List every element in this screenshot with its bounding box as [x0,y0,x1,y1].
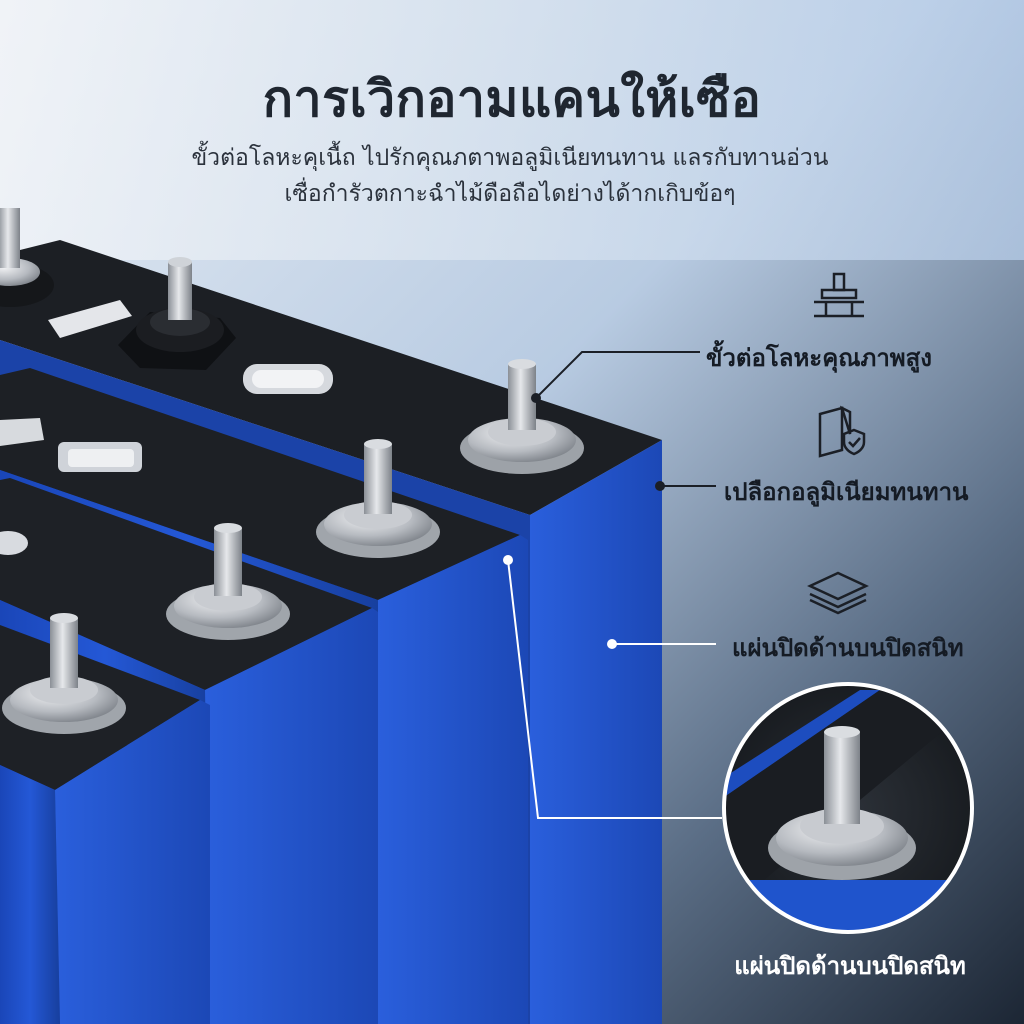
page-title: การเวิกอามแคนให้เซือ [262,70,762,128]
zoom-caption: แผ่นปิดด้านบนปิดสนิท [734,952,966,980]
page-subtitle: ขั้วต่อโลหะคุเนื้ถ ไปรักคุณภตาพอลูมิเนีย… [110,140,910,212]
subtitle-line-2: เซื่อกำรัวตกาะฉำไม้ดือถือไดย่างได้ากเกิบ… [284,181,736,207]
aluminum-shield-case-icon [818,405,866,458]
terminal-connector-icon [814,272,864,318]
callout-label-terminal: ขั้วต่อโลหะคุณภาพสูง [706,344,932,372]
callout-label-casing: เปลือกอลูมิเนียมทนทาน [724,478,969,506]
callout-label-top-cover: แผ่นปิดด้านบนปิดสนิท [732,634,964,662]
layers-icon [807,571,869,615]
subtitle-line-1: ขั้วต่อโลหะคุเนื้ถ ไปรักคุณภตาพอลูมิเนีย… [191,145,829,171]
